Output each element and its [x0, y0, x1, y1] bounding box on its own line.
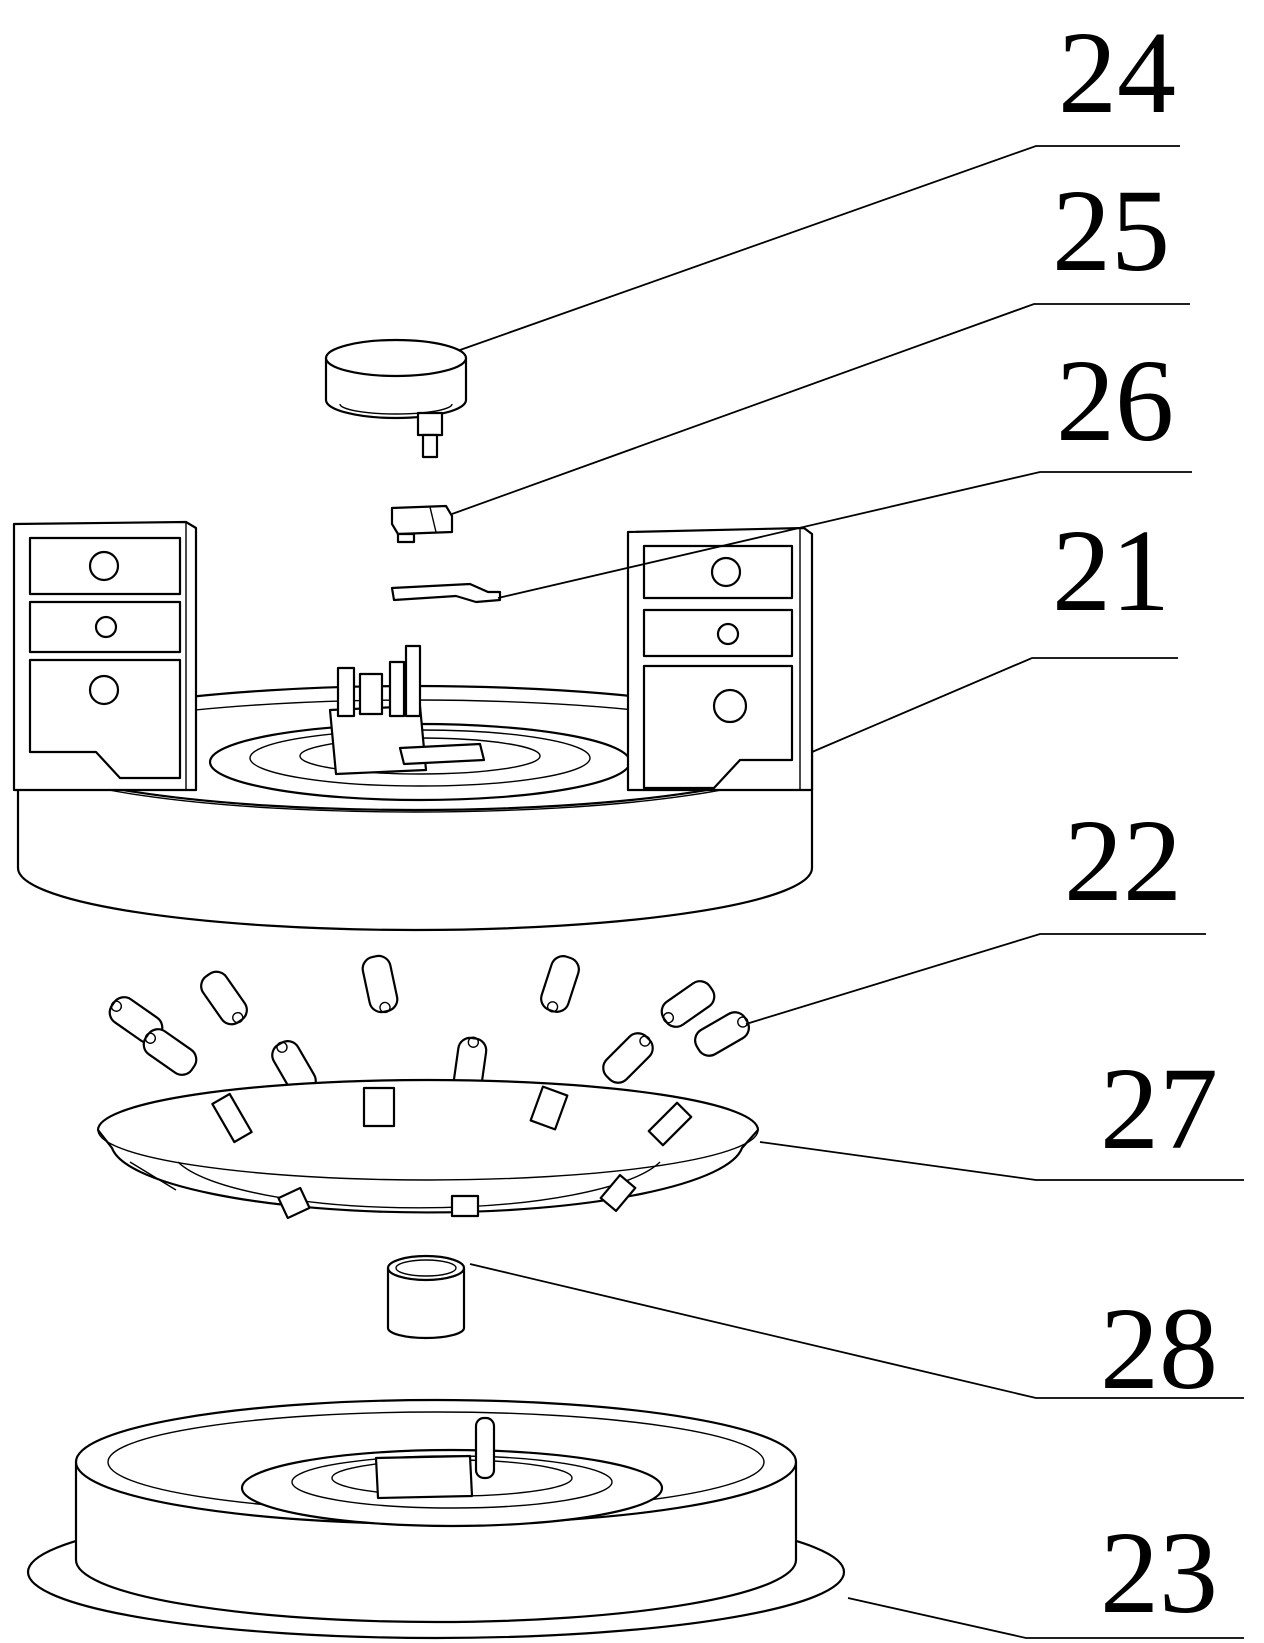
- leader-22: [745, 933, 1206, 1025]
- leader-23: [847, 1597, 1244, 1639]
- part-21-housing: [12, 520, 814, 932]
- label-22: 22: [1064, 795, 1182, 926]
- part-27-tray: [96, 1078, 760, 1220]
- leader-27: [759, 1141, 1244, 1181]
- part-22-rollers: [108, 954, 750, 1096]
- label-25: 25: [1052, 165, 1170, 296]
- leader-28: [469, 1263, 1244, 1399]
- label-28: 28: [1100, 1283, 1218, 1414]
- part-25-coupling: [390, 504, 454, 544]
- leader-25: [451, 303, 1190, 515]
- label-26: 26: [1056, 335, 1174, 466]
- part-28-bushing: [386, 1254, 466, 1340]
- part-23-base: [26, 1398, 846, 1640]
- label-23: 23: [1100, 1507, 1218, 1638]
- leader-21: [811, 657, 1178, 753]
- label-21: 21: [1052, 505, 1170, 636]
- part-24-motor: [324, 338, 468, 459]
- label-27: 27: [1100, 1043, 1218, 1174]
- part-26-lever-plate: [390, 582, 502, 604]
- label-24: 24: [1058, 7, 1176, 138]
- reference-numerals: 24 25 26 21 22 27 28 23: [1052, 7, 1218, 1638]
- leader-26: [497, 471, 1192, 599]
- leader-24: [459, 145, 1180, 351]
- leader-lines: [451, 145, 1244, 1639]
